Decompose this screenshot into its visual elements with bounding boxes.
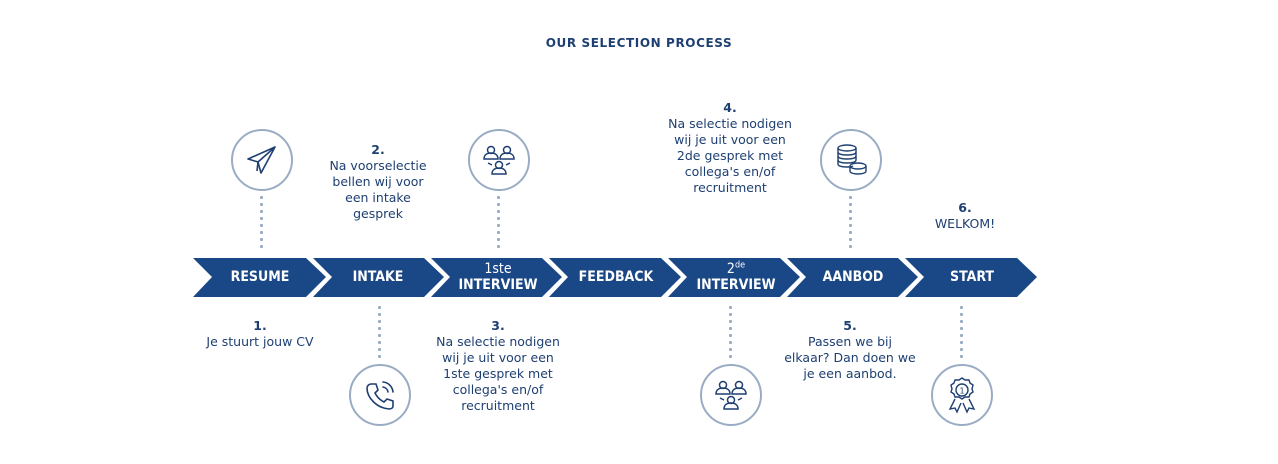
chevron-feedback bbox=[549, 258, 681, 297]
step-label-interview1: 1ste INTERVIEW bbox=[446, 261, 550, 293]
step-label-start: START bbox=[950, 269, 994, 285]
circle-interview1 bbox=[468, 129, 530, 191]
circle-aanbod bbox=[820, 129, 882, 191]
note-step-6-text: WELKOM! bbox=[934, 216, 996, 231]
phone-icon bbox=[366, 381, 394, 410]
step-label-interview2-sup: de bbox=[734, 260, 746, 271]
connector-aanbod bbox=[849, 194, 852, 252]
paper-plane-icon bbox=[247, 146, 276, 174]
coin-stack-icon bbox=[837, 144, 867, 175]
chevron-intake bbox=[313, 258, 444, 297]
note-step-3: 3. Na selectie nodigen wij je uit voor e… bbox=[432, 318, 564, 414]
page-title: OUR SELECTION PROCESS bbox=[545, 36, 733, 50]
step-label-interview1-main: INTERVIEW bbox=[458, 277, 538, 293]
note-step-2-number: 2. bbox=[371, 142, 385, 157]
chevron-interview2 bbox=[668, 258, 800, 297]
note-step-6-number: 6. bbox=[958, 200, 972, 215]
note-step-5: 5. Passen we bij elkaar? Dan doen we je … bbox=[784, 318, 916, 382]
note-step-3-number: 3. bbox=[491, 318, 505, 333]
note-step-4-number: 4. bbox=[723, 100, 737, 115]
chevron-start bbox=[905, 258, 1037, 297]
circle-start: 1 bbox=[931, 364, 993, 426]
step-label-feedback: FEEDBACK bbox=[578, 269, 654, 285]
circle-intake bbox=[349, 364, 411, 426]
connector-intake bbox=[378, 304, 381, 362]
connector-resume bbox=[260, 194, 263, 252]
svg-text:1: 1 bbox=[959, 387, 964, 396]
connector-start bbox=[960, 304, 963, 362]
group-meeting-icon bbox=[483, 145, 515, 175]
connector-interview1 bbox=[497, 194, 500, 252]
step-label-interview2: 2de INTERVIEW bbox=[684, 261, 788, 293]
note-step-1-number: 1. bbox=[253, 318, 267, 333]
step-label-resume: RESUME bbox=[230, 269, 290, 285]
step-label-interview1-prefix: 1ste bbox=[484, 261, 512, 277]
circle-interview2 bbox=[700, 364, 762, 426]
chevron-aanbod bbox=[787, 258, 918, 297]
note-step-2-text: Na voorselectie bellen wij voor een inta… bbox=[329, 158, 427, 221]
step-label-interview2-main: INTERVIEW bbox=[696, 277, 776, 293]
connector-interview2 bbox=[729, 304, 732, 362]
note-step-1: 1. Je stuurt jouw CV bbox=[180, 318, 340, 350]
step-label-intake: INTAKE bbox=[352, 269, 404, 285]
note-step-4: 4. Na selectie nodigen wij je uit voor e… bbox=[664, 100, 796, 196]
step-label-aanbod: AANBOD bbox=[822, 269, 884, 285]
note-step-1-text: Je stuurt jouw CV bbox=[206, 334, 314, 349]
award-medal-icon: 1 bbox=[948, 377, 976, 414]
step-label-interview2-prefix: 2 bbox=[726, 261, 735, 277]
chevron-interview1 bbox=[431, 258, 562, 297]
circle-resume bbox=[231, 129, 293, 191]
note-step-4-text: Na selectie nodigen wij je uit voor een … bbox=[668, 116, 792, 195]
note-step-5-text: Passen we bij elkaar? Dan doen we je een… bbox=[784, 334, 916, 381]
group-meeting-icon bbox=[715, 380, 747, 410]
note-step-3-text: Na selectie nodigen wij je uit voor een … bbox=[436, 334, 560, 413]
note-step-2: 2. Na voorselectie bellen wij voor een i… bbox=[320, 142, 436, 222]
chevron-resume bbox=[193, 258, 326, 297]
note-step-5-number: 5. bbox=[843, 318, 857, 333]
note-step-6: 6. WELKOM! bbox=[910, 200, 1020, 232]
